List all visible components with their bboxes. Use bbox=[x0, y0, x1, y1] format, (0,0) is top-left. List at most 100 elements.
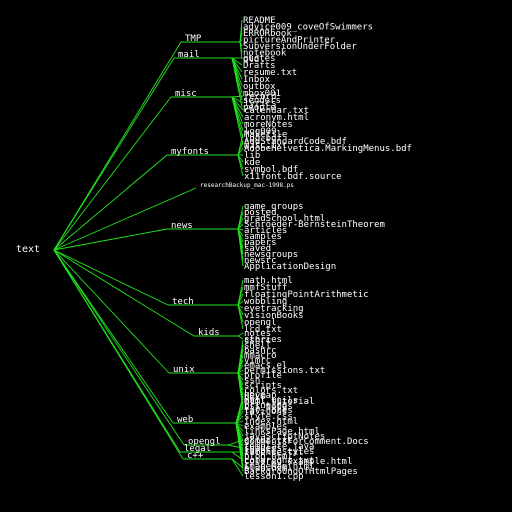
node-unix-child-label: printing bbox=[244, 401, 287, 411]
node-unix-child-label: mmacro bbox=[244, 351, 277, 361]
myfonts-child-edge bbox=[237, 140, 244, 156]
opengl-child-edge bbox=[227, 444, 244, 449]
root-to-mail-edge bbox=[53, 57, 175, 251]
root-to-research-edge bbox=[53, 187, 197, 251]
node-news-child-label: posted bbox=[244, 208, 277, 218]
node-web-child-label: ImageMap.html bbox=[244, 462, 314, 472]
root-to-news-edge bbox=[53, 228, 168, 251]
node-kids-child-label: stories bbox=[244, 335, 282, 345]
web-child-edge bbox=[235, 422, 244, 427]
tmp-child-edge bbox=[239, 39, 243, 43]
web-child-edge bbox=[235, 410, 244, 424]
node-unix-child-label: tar_notes bbox=[244, 406, 293, 416]
root-to-misc-edge bbox=[53, 96, 172, 251]
node-web-child-label: linksPage.html bbox=[244, 427, 320, 437]
node-news-child-label: papers bbox=[244, 238, 277, 248]
node-web-child-label: colored_example.html bbox=[244, 457, 352, 467]
root-to-unix-edge bbox=[53, 249, 170, 374]
node-misc-child-label: record bbox=[244, 92, 277, 102]
node-misc-child-label: calendar.txt bbox=[244, 106, 309, 116]
node-tech-child-label: mmfStuff bbox=[244, 283, 287, 293]
node-misc-child-label: log009 bbox=[244, 127, 277, 137]
node-web-child-label: blog.html bbox=[244, 452, 293, 462]
node-mail-child-label: Inbox bbox=[243, 75, 271, 85]
node-tmp-child-label: old bbox=[243, 55, 259, 65]
root-to-kids-edge bbox=[53, 249, 195, 337]
web-child-edge bbox=[235, 415, 244, 424]
node-tech-child-label: floatingPointArithmetic bbox=[244, 290, 369, 300]
node-tmp-child-label: advice009_coveOfSwimmers bbox=[243, 23, 373, 33]
node-tech-child-label: visionBooks bbox=[244, 311, 304, 321]
branch-mail-label: mail bbox=[178, 50, 200, 60]
mail-child-edge bbox=[231, 57, 243, 108]
node-unix-child-label: keymap bbox=[244, 391, 277, 401]
node-misc-child-label: moreNotes bbox=[244, 120, 293, 130]
news-child-edge bbox=[237, 228, 244, 267]
news-child-edge bbox=[237, 217, 244, 230]
node-tech-child-label: wobbling bbox=[244, 297, 287, 307]
branch-tech-label: tech bbox=[172, 297, 194, 307]
node-c-child-label: blah.html bbox=[244, 464, 293, 474]
news-child-edge bbox=[237, 228, 244, 231]
node-unix-child-label: mail_utils bbox=[244, 396, 298, 406]
root-to-web-edge bbox=[53, 249, 174, 424]
node-myfonts-child-label: x11font.bdf.source bbox=[244, 172, 342, 182]
branch-opengl-label: opengl bbox=[188, 437, 221, 447]
node-misc-child-label: acronym.html bbox=[244, 113, 309, 123]
node-web-child-label: examples bbox=[244, 422, 287, 432]
node-mail-child-label: resume.txt bbox=[243, 68, 297, 78]
node-news-child-label: newsgroups bbox=[244, 250, 298, 260]
c-child-edge bbox=[231, 458, 244, 469]
node-misc-child-label: log.bdf bbox=[244, 134, 282, 144]
misc-child-edge bbox=[231, 96, 244, 146]
node-news-child-label: game_groups bbox=[244, 202, 304, 212]
mail-child-edge bbox=[231, 57, 243, 66]
node-news-child-label: Schroeder-BernsteinTheorem bbox=[244, 220, 385, 230]
node-unix-child-label: scripts bbox=[244, 381, 282, 391]
label-layer: text TMPREADMEadvice009_coveOfSwimmersER… bbox=[16, 16, 412, 482]
node-news-child-label: newsrc bbox=[244, 256, 277, 266]
unix-child-edge bbox=[237, 372, 244, 376]
node-opengl-child-label: shaders bbox=[244, 444, 282, 454]
tech-child-edge bbox=[237, 304, 244, 330]
branch-unix-label: unix bbox=[173, 365, 195, 375]
edge-layer bbox=[53, 19, 244, 477]
branch-tmp-label: TMP bbox=[185, 34, 202, 44]
node-web-child-label: javaScriptNotes bbox=[244, 432, 325, 442]
node-tmp-child-label: SubversionUnderFolder bbox=[243, 42, 357, 52]
branch-legal-label: legal bbox=[184, 444, 211, 454]
node-web-child-label: html_tutorial bbox=[244, 397, 314, 407]
node-legal-child-label: license.txt bbox=[244, 448, 304, 458]
kids-child-edge bbox=[237, 335, 244, 340]
misc-child-edge bbox=[231, 95, 244, 98]
node-unix-child-label: colors.txt bbox=[244, 386, 298, 396]
root-to-tech-edge bbox=[53, 249, 169, 306]
node-myfonts-child-label: symbol.bdf bbox=[244, 165, 298, 175]
node-kids-child-label: notes bbox=[244, 329, 271, 339]
node-tmp-child-label: pictureAndPrinter bbox=[243, 36, 336, 46]
unix-child-edge bbox=[237, 369, 244, 374]
node-mail-child-label: outbox bbox=[243, 82, 276, 92]
node-unix-child-label: ssh bbox=[244, 376, 260, 386]
node-tech-child-label: lcd.txt bbox=[244, 325, 282, 335]
node-misc-child-label: misc.txt bbox=[244, 141, 287, 151]
node-tech-child-label: opengl bbox=[244, 318, 277, 328]
node-mail-child-label: people bbox=[243, 103, 276, 113]
branch-web-label: web bbox=[177, 415, 193, 425]
node-news-child-label: ApplicationDesign bbox=[244, 262, 336, 272]
tech-child-edge bbox=[237, 300, 244, 306]
node-news-child-label: gradSchool.html bbox=[244, 214, 325, 224]
misc-child-edge bbox=[231, 96, 244, 104]
mail-child-edge bbox=[231, 57, 243, 73]
node-unix-child-label: cshrc bbox=[244, 336, 271, 346]
tmp-child-edge bbox=[239, 32, 243, 43]
unix-child-edge bbox=[237, 364, 244, 374]
opengl-child-edge bbox=[227, 439, 244, 446]
node-unix-child-label: shell bbox=[244, 341, 271, 351]
c-child-edge bbox=[231, 458, 244, 477]
node-myfonts-child-label: lib bbox=[244, 151, 260, 161]
node-unix-child-label: emacs.el bbox=[244, 361, 287, 371]
node-c-child-label: lesson1.cpp bbox=[244, 472, 304, 482]
tmp-child-edge bbox=[239, 41, 243, 60]
